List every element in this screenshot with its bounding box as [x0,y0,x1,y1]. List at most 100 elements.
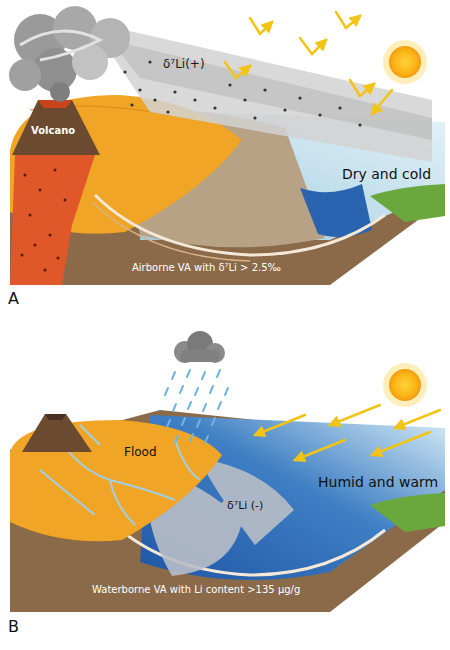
volcano-a [44,269,47,272]
rain [187,370,190,377]
ash-plume-a [283,108,286,111]
incoming-rays-b [330,405,380,425]
volcano-a [64,199,67,202]
reflected-rays-a [350,80,374,96]
volcano-a [38,100,72,108]
incoming-rays-b [255,405,440,460]
incoming-rays-b [372,432,430,455]
volcano-label: Volcano [31,125,75,137]
ash-plume-a [20,31,100,60]
ash-plume-a [318,113,321,116]
rain [182,418,185,425]
rain [180,386,183,393]
climate-label: Humid and warm [318,474,438,490]
volcano-a [39,189,42,192]
ash-plume-a [9,59,41,91]
volcano-a [29,214,32,217]
volcano-a [12,100,100,155]
sun-a [383,40,427,84]
climate-label: Dry and cold [342,166,431,182]
volcano-a [34,244,37,247]
volcano-a [10,155,95,285]
volcano-a [54,169,57,172]
ash-plume-a [243,98,246,101]
ash-plume-a [338,106,341,109]
volcano-b [22,414,92,452]
rain-cloud [174,331,225,363]
volcano-a [49,234,52,237]
sun-b [383,363,427,407]
rain [172,372,175,379]
sun-b [389,369,421,401]
panel-letter: B [8,618,19,636]
volcanic-deposit-b [175,440,200,480]
volcano-a [21,254,24,257]
rain [197,420,200,427]
sun-a [383,40,427,84]
ash-plume-a [110,40,432,140]
ash-plume-a [193,98,196,101]
incoming-rays-b [395,410,440,428]
block-earth-b [370,493,445,532]
ash-plume-a [263,88,266,91]
isotope-label: δ⁷Li (-) [227,500,263,513]
ash-plume-a [153,98,156,101]
volcano-a [24,174,27,177]
reflected-rays-a [300,38,326,54]
rain [165,370,228,443]
block-earth-a [92,202,250,261]
ash-plume-a [90,22,432,162]
volcanic-deposit-b [40,470,95,515]
rain [205,436,208,443]
sediment-plume [219,494,287,522]
ash-plume-a [253,116,256,119]
reflected-rays-a [336,12,360,28]
basin-note: Airborne VA with δ⁷Li > 2.5‰ [132,262,281,274]
ash-plume-a [166,110,169,113]
reflected-rays-a [225,62,250,78]
rain [202,372,205,379]
sun-b [383,363,427,407]
rain [210,386,213,393]
reflected-rays-a [250,18,272,34]
rain [173,404,176,411]
ash-plume-a [9,6,432,162]
ash-plume-a [358,123,361,126]
rain [188,402,191,409]
incoming-rays-b [255,415,305,435]
sun-a [389,46,421,78]
sediment-plume [198,458,294,545]
rain [225,388,228,395]
volcanic-deposit-b [110,480,135,525]
rain [217,370,220,377]
ash-plume-a [228,83,231,86]
ash-plume-a [50,82,70,102]
volcano-a [57,257,60,260]
ash-plume-a [123,70,126,73]
rain-cloud [180,350,220,362]
rain [167,420,170,427]
ash-plume-a [173,90,176,93]
ash-plume-a [148,60,151,63]
rain [212,418,215,425]
rain [195,388,198,395]
volcano-b [22,414,92,452]
ash-plume-a [213,106,216,109]
ash-plume-a [138,88,141,91]
volcano-a [10,100,100,285]
rain [218,402,221,409]
rain [190,434,193,441]
reflected-rays-a [225,12,392,114]
volcano-b [45,414,66,420]
panel-letter: A [8,290,19,308]
rain [203,404,206,411]
block-earth-a [95,195,385,255]
rain [175,436,178,443]
block-earth-b [10,410,445,612]
flood-label: Flood [124,446,157,460]
incoming-rays-b [295,440,345,460]
basin-note: Waterborne VA with Li content >135 μg/g [92,584,300,596]
block-earth-b [10,410,445,612]
